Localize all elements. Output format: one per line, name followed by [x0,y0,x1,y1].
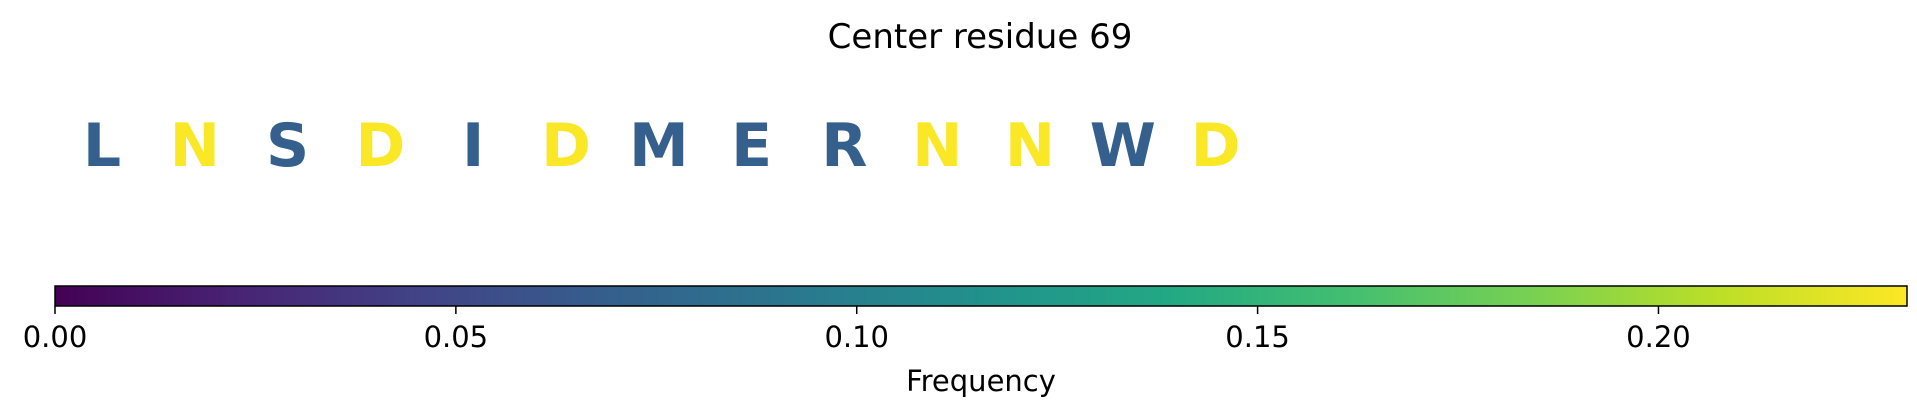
residue-letter: D [541,111,591,181]
colorbar-tick-label: 0.15 [1225,320,1290,354]
residue-letter: E [731,111,772,181]
residue-letter: R [821,111,867,181]
colorbar-tick-label: 0.00 [23,320,88,354]
residue-letter: N [912,111,962,181]
colorbar [54,285,1908,307]
residue-letter: S [266,111,309,181]
residue-letter: D [355,111,405,181]
chart-title: Center residue 69 [828,17,1133,57]
colorbar-label: Frequency [906,364,1056,398]
colorbar-tick-label: 0.20 [1626,320,1691,354]
residue-letter: I [462,111,484,181]
residue-letter: D [1191,111,1241,181]
colorbar-tick-label: 0.05 [424,320,489,354]
residue-letter: L [83,111,121,181]
colorbar-ticks: 0.00 0.05 0.10 0.15 0.20 [23,306,1691,354]
residue-letter: W [1090,111,1156,181]
residue-letter: N [170,111,220,181]
residue-letter: N [1005,111,1055,181]
residue-letter: M [629,111,689,181]
colorbar-tick-label: 0.10 [824,320,889,354]
